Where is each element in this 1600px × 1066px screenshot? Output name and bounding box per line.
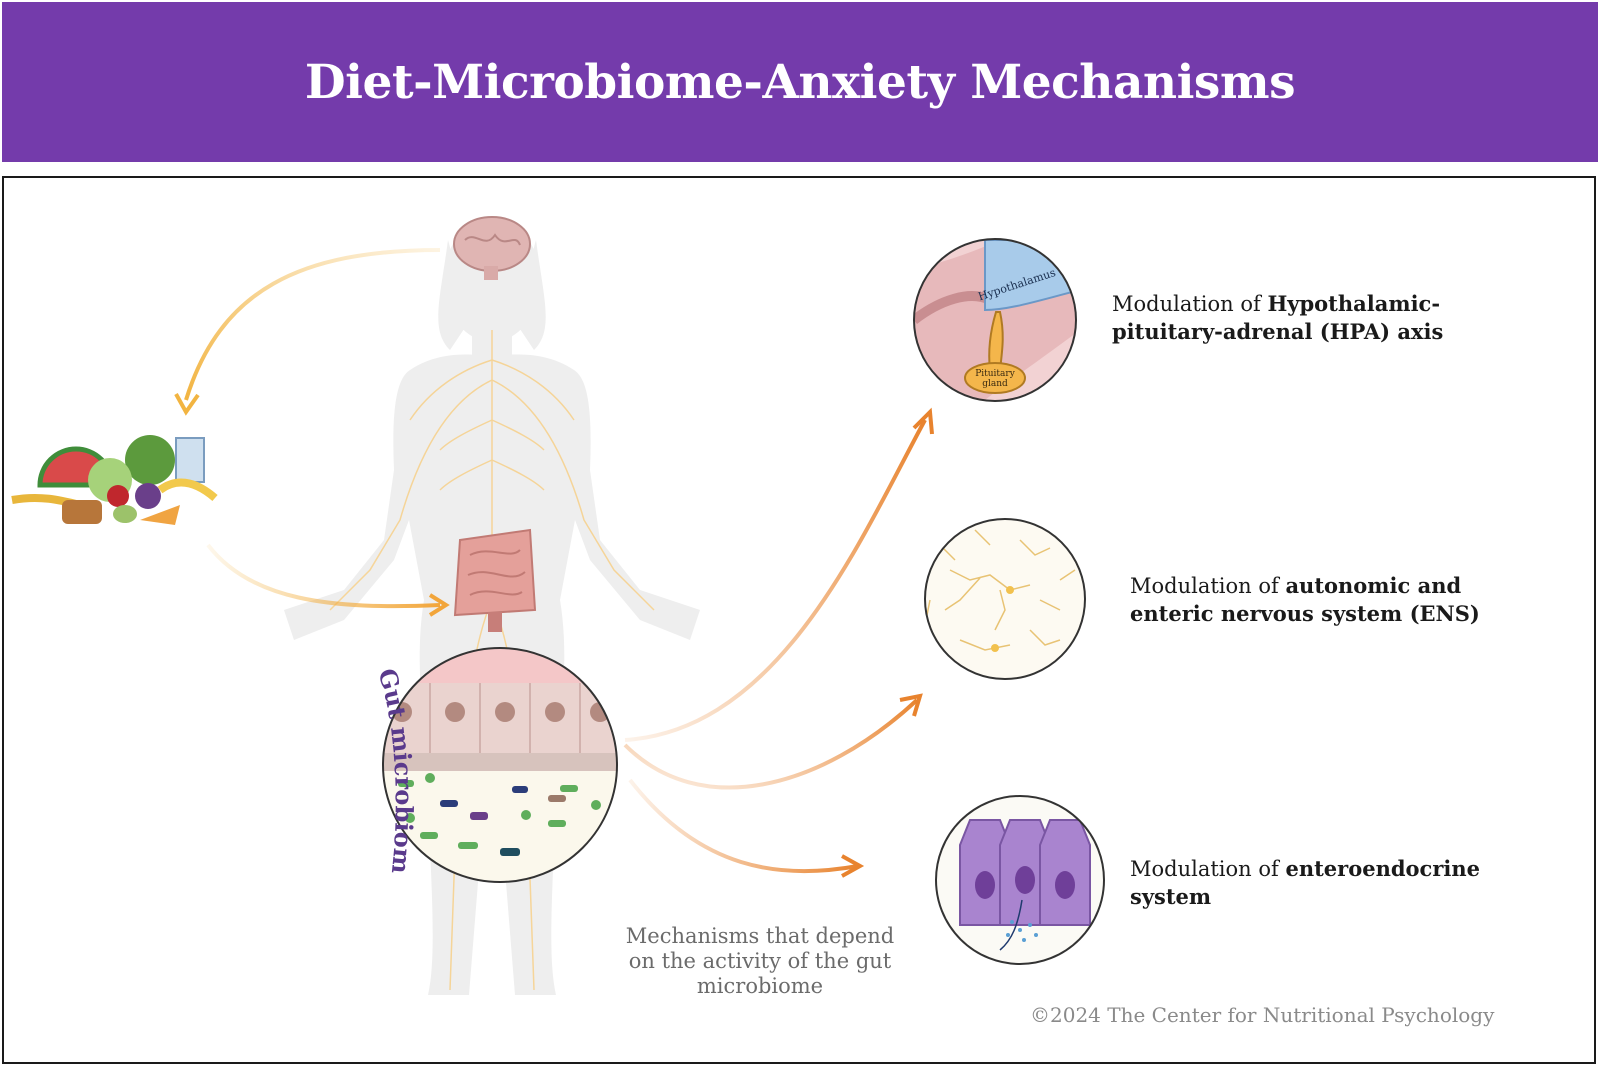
mechanism-bold-2: pituitary-adrenal (HPA) axis [1112,319,1444,344]
copyright-text: ©2024 The Center for Nutritional Psychol… [1030,1003,1495,1027]
mechanism-prefix: Modulation of [1130,857,1286,881]
mechanism-prefix: Modulation of [1112,292,1268,316]
diagram-panel [2,176,1596,1064]
mechanism-bold-1: enteroendocrine [1285,856,1480,881]
arrow-to-enteroendocrine [628,778,865,878]
intestines-illustration [453,528,537,632]
note-line-1: Mechanisms that depend [625,924,895,948]
enteroendocrine-circle [935,795,1105,965]
diet-gut-arrow [206,543,450,617]
gut-microbiome-circle [382,647,618,883]
pituitary-gland-label-1: Pituitary [975,369,1016,379]
mechanism-prefix: Modulation of [1130,574,1286,598]
pituitary-gland-label-2: gland [982,379,1008,389]
mechanism-bold-1: autonomic and [1285,573,1462,598]
mechanisms-note: Mechanisms that depend on the activity o… [600,924,920,999]
mechanism-label-enteroendocrine: Modulation of enteroendocrine system [1130,855,1480,911]
mechanism-bold-2: system [1130,884,1212,909]
arrow-to-hpa [624,407,934,742]
ens-neurons-circle [924,518,1086,680]
mechanism-bold-2: enteric nervous system (ENS) [1130,601,1480,626]
mechanism-label-ens: Modulation of autonomic and enteric nerv… [1130,572,1480,628]
page-title: Diet-Microbiome-Anxiety Mechanisms [304,54,1296,110]
mechanism-bold-1: Hypothalamic- [1267,291,1441,316]
brain-illustration [453,216,531,280]
note-line-3: microbiome [696,974,824,998]
gut-microbiome-label: Gut microbiome [0,0,419,875]
food-illustration [11,435,218,525]
hpa-axis-circle: Hypothalamus Pituitary gland [913,238,1077,402]
title-banner: Diet-Microbiome-Anxiety Mechanisms [0,0,1600,164]
diet-brain-arrow [174,248,441,416]
arrow-to-ens [623,693,923,790]
note-line-2: on the activity of the gut [628,949,892,973]
mechanism-label-hpa: Modulation of Hypothalamic- pituitary-ad… [1112,290,1443,346]
